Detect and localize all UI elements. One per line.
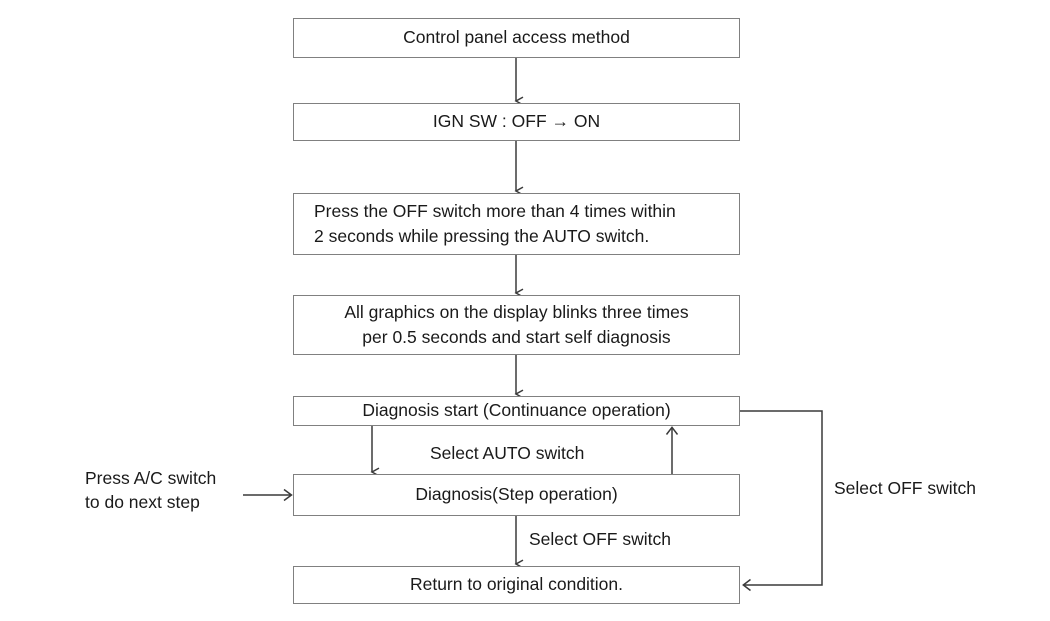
node-press-off-switch: Press the OFF switch more than 4 times w… [293,193,740,255]
node-label: All graphics on the display blinks three… [344,301,689,347]
connector-n6-n5 [665,426,679,474]
connector-annotation-n6 [243,488,293,502]
node-return-to-original-condition: Return to original condition. [293,566,740,604]
edge-label-select-off-switch-loop: Select OFF switch [834,478,976,498]
node-all-graphics-blink: All graphics on the display blinks three… [293,295,740,355]
node-label: Diagnosis(Step operation) [415,484,618,505]
node-label: Control panel access method [403,27,630,48]
node-diagnosis-start: Diagnosis start (Continuance operation) [293,396,740,426]
node-diagnosis-step-operation: Diagnosis(Step operation) [293,474,740,516]
node-label: Press the OFF switch more than 4 times w… [314,200,676,246]
node-label: IGN SW : OFF → ON [432,111,601,132]
node-ign-sw: IGN SW : OFF → ON [293,103,740,141]
node-label: Return to original condition. [409,574,624,595]
node-control-panel-access-method: Control panel access method [293,18,740,58]
edge-label-select-off-switch-step: Select OFF switch [529,529,671,549]
connector-n5-n7-loop [740,410,823,592]
edge-label-select-auto-switch: Select AUTO switch [430,443,585,463]
node-label: Diagnosis start (Continuance operation) [362,400,671,421]
edge-label-press-ac-switch: Press A/C switch to do next step [85,468,217,512]
